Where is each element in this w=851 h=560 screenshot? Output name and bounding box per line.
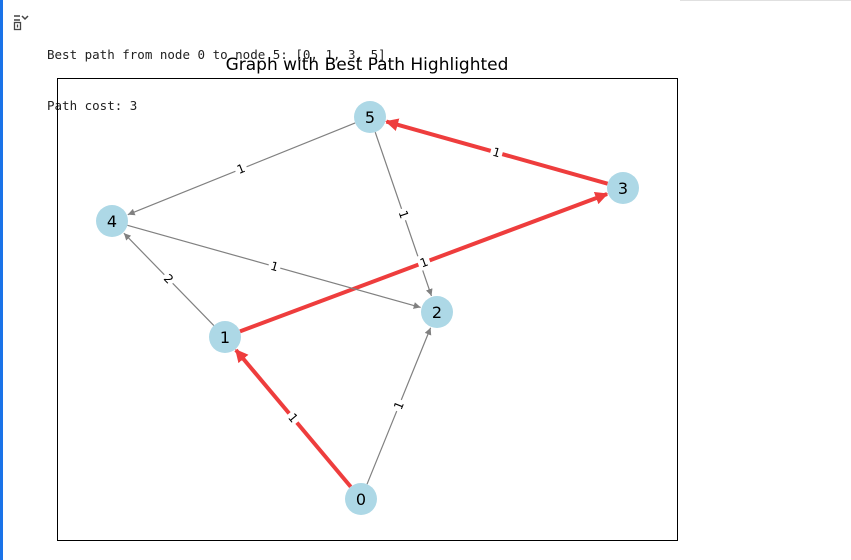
edge-weight: 1 — [396, 209, 412, 221]
edge-label-bg — [266, 257, 283, 275]
edge-label-1-3: 1 — [415, 252, 433, 272]
plot-frame — [57, 78, 678, 541]
node-label: 1 — [220, 328, 230, 347]
node-circle — [354, 101, 386, 133]
node-label: 2 — [432, 303, 442, 322]
edge-label-bg — [415, 252, 433, 272]
edge-label-5-4: 1 — [232, 159, 250, 178]
node-3: 3 — [607, 172, 639, 204]
edge-label-0-1: 1 — [283, 408, 303, 428]
edge-label-bg — [394, 206, 414, 223]
edges-layer — [123, 118, 609, 489]
node-circle — [607, 172, 639, 204]
cell-output: Best path from node 0 to node 5: [0, 1, … — [47, 12, 386, 131]
node-4: 4 — [96, 205, 128, 237]
edge-label-1-4: 2 — [159, 269, 179, 289]
node-0: 0 — [345, 483, 377, 515]
node-2: 2 — [421, 296, 453, 328]
edge-label-bg — [232, 159, 250, 178]
edge-weight: 1 — [269, 259, 280, 275]
output-line-cost: Path cost: 3 — [47, 98, 138, 113]
edge-label-bg — [389, 396, 408, 414]
node-1: 1 — [209, 321, 241, 353]
node-5: 5 — [354, 101, 386, 133]
edge-labels-layer: 1 1 1 2 1 1 1 1 — [159, 143, 505, 428]
edge-label-0-2: 1 — [389, 396, 408, 414]
node-label: 5 — [365, 108, 375, 127]
edge-label-5-2: 1 — [394, 206, 414, 223]
cell-divider — [680, 0, 851, 1]
nodes-layer: 0 1 2 3 4 5 — [96, 101, 639, 515]
output-collapse-icon[interactable] — [12, 12, 32, 32]
node-label: 0 — [356, 490, 366, 509]
graph-title: Graph with Best Path Highlighted — [226, 55, 509, 75]
edge-label-4-2: 1 — [266, 257, 283, 275]
node-circle — [421, 296, 453, 328]
node-circle — [209, 321, 241, 353]
output-line-path: Best path from node 0 to node 5: [0, 1, … — [47, 47, 386, 62]
edge-label-bg — [488, 143, 505, 161]
edge-weight: 1 — [491, 145, 502, 161]
edge-label-3-5: 1 — [488, 143, 505, 161]
edge-label-bg — [283, 408, 303, 428]
node-circle — [345, 483, 377, 515]
cell-focus-bar — [0, 0, 3, 560]
node-label: 3 — [618, 179, 628, 198]
node-label: 4 — [107, 212, 117, 231]
edge-label-bg — [159, 269, 179, 289]
node-circle — [96, 205, 128, 237]
